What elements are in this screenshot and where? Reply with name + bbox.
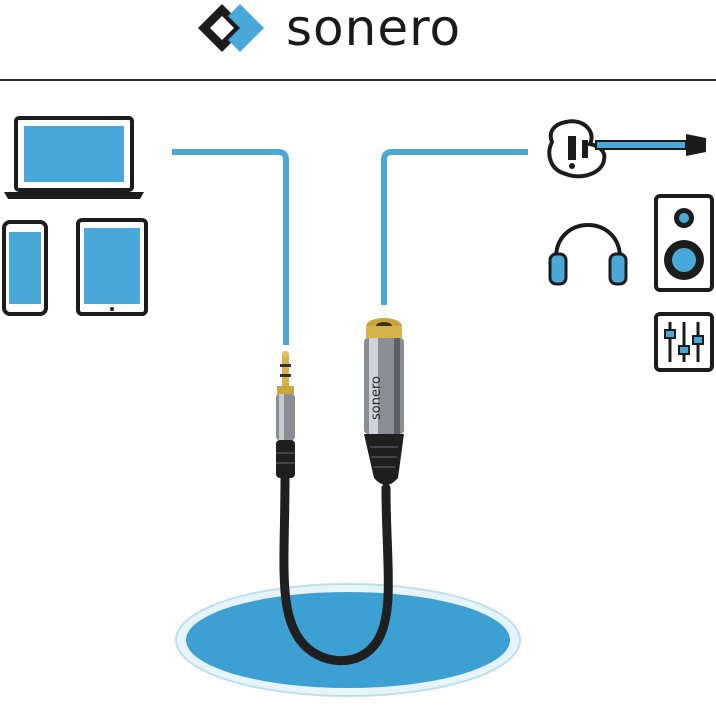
connector-line-right (381, 149, 528, 305)
brand-name: sonero (286, 0, 462, 57)
laptop-icon (4, 116, 144, 199)
smartphone-icon (2, 220, 48, 316)
platform-disc (175, 583, 521, 697)
speaker-icon (654, 194, 714, 292)
jack-plug-3-5mm (276, 351, 295, 478)
sonero-logo-icon (198, 4, 264, 52)
electric-guitar-icon (547, 119, 706, 179)
cable-cord (279, 473, 393, 666)
cable-brand-print: sonero (369, 376, 384, 420)
header-divider (0, 79, 716, 81)
mixer-icon (654, 312, 714, 372)
connector-line-left (172, 149, 289, 345)
jack-socket-6-35mm (364, 318, 404, 485)
tablet-icon (76, 218, 148, 316)
header: sonero (0, 0, 716, 80)
headphones-icon (548, 223, 628, 286)
